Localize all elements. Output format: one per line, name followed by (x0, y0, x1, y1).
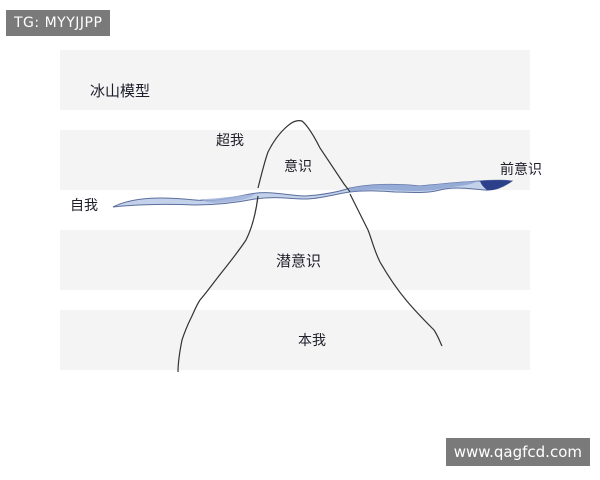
iceberg-tip-outline (257, 120, 351, 193)
label-preconscious: 前意识 (500, 162, 542, 178)
iceberg-body-left-outline (177, 195, 259, 373)
watermark-badge-bottom-right: www.qagfcd.com (445, 438, 590, 466)
water-dark-accent (480, 180, 512, 191)
iceberg-body-right-outline (349, 193, 443, 347)
label-conscious: 意识 (284, 159, 312, 175)
diagram-title: 冰山模型 (90, 82, 151, 100)
label-subconscious: 潜意识 (276, 252, 322, 270)
label-id: 本我 (298, 333, 326, 349)
background-watermark (60, 50, 530, 370)
water-left-accent (200, 194, 255, 203)
water-mid-accent (350, 181, 478, 192)
label-superego: 超我 (216, 133, 244, 149)
watermark-badge-top-left: TG: MYYJJPP (6, 10, 111, 36)
label-ego: 自我 (70, 198, 98, 214)
